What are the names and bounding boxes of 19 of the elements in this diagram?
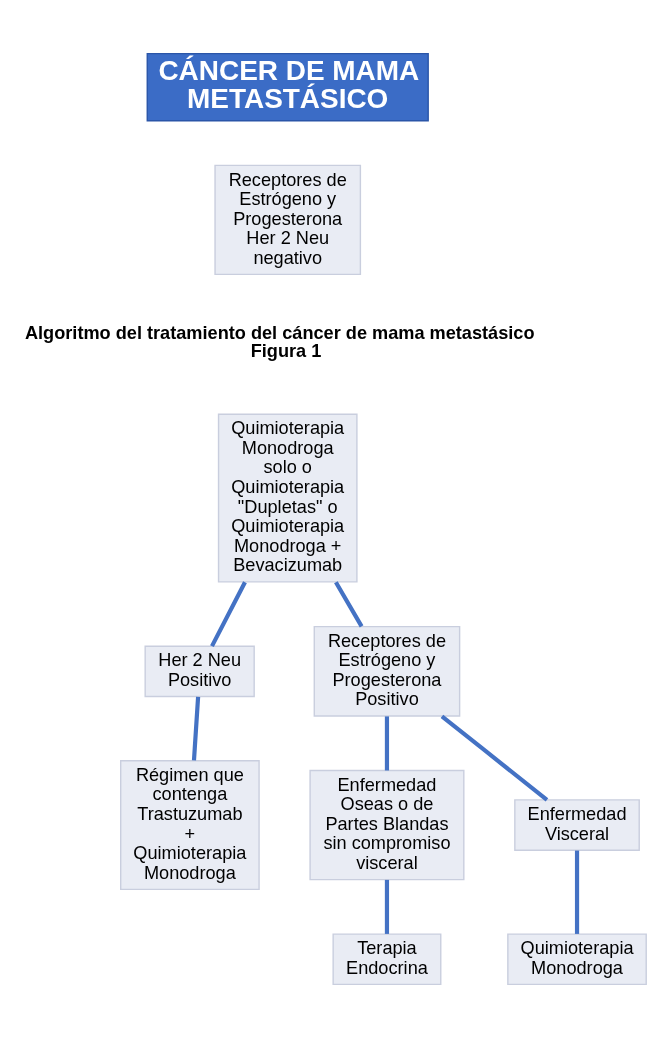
node-box: Enfermedad Oseas o de Partes Blandas sin compromiso visceral: [309, 769, 465, 881]
node-box: Enfermedad Visceral: [514, 799, 640, 851]
connector: [210, 581, 247, 648]
node-box: Receptores de Estrógeno y Progesterona Her 2 Neu negativo: [214, 164, 362, 276]
label: Algoritmo del tratamiento del cáncer de mama metastásico: [24, 323, 535, 344]
node-box: CÁNCER DE MAMA METASTÁSICO: [146, 52, 429, 122]
connector: [384, 879, 390, 934]
node-box: Her 2 Neu Positivo: [144, 645, 255, 698]
node-box: Receptores de Estrógeno y Progesterona Positivo: [313, 625, 461, 717]
connector: [574, 850, 580, 934]
connector: [191, 696, 201, 761]
node-box: Quimioterapia Monodroga: [507, 933, 647, 986]
connector: [440, 714, 549, 802]
connector: [384, 716, 390, 771]
node-box: Terapia Endocrina: [332, 933, 442, 986]
connector: [334, 581, 364, 628]
node-box: Quimioterapia Monodroga solo o Quimioterapia "Dupletas" o Quimioterapia Monodroga + Bevacizumab: [217, 413, 358, 583]
node-box: Régimen que contenga Trastuzumab + Quimioterapia Monodroga: [120, 760, 260, 891]
label: Figura 1: [250, 341, 322, 362]
